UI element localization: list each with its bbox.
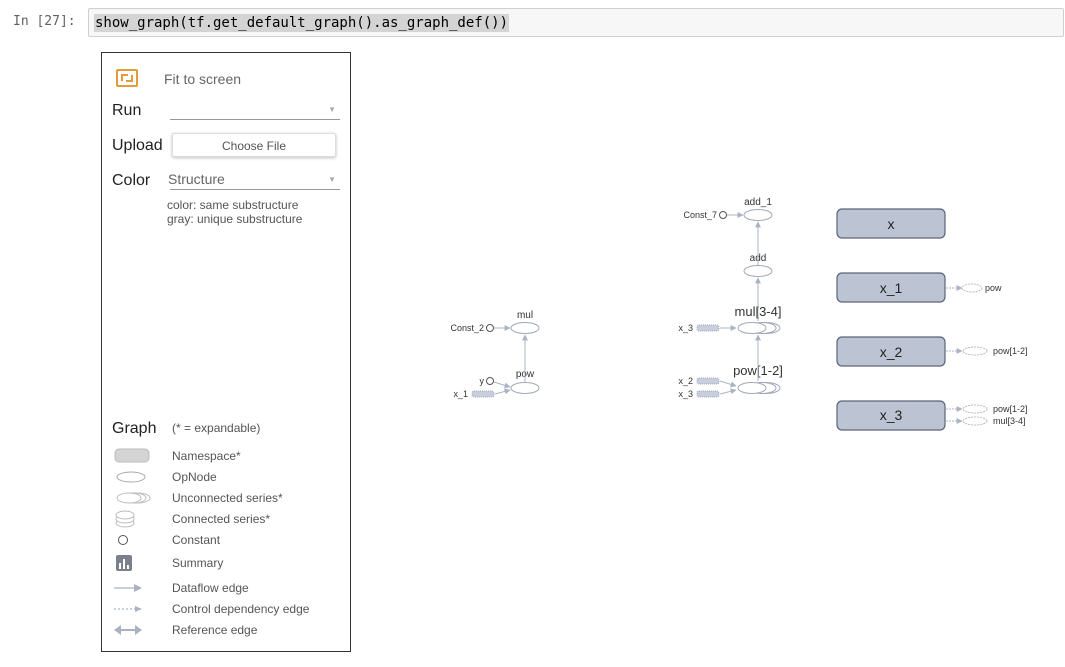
node-x3-input[interactable]: x_3 [678, 323, 720, 333]
legend-item-control-edge: Control dependency edge [112, 599, 342, 619]
fit-to-screen-label[interactable]: Fit to screen [164, 71, 242, 87]
node-add-1[interactable]: add_1 [743, 197, 773, 221]
color-note-same: color: same substructure [167, 198, 299, 212]
output-label: pow[1-2] [993, 346, 1028, 356]
graph-legend-note: (* = expandable) [172, 421, 261, 435]
node-label: y [480, 376, 485, 386]
run-label: Run [112, 102, 142, 119]
constant-icon [118, 535, 128, 545]
node-label: x_3 [678, 389, 693, 399]
legend-item-namespace: Namespace* [112, 446, 342, 466]
upload-label: Upload [112, 137, 163, 154]
legend-label: Unconnected series* [172, 491, 283, 505]
code-input[interactable]: show_graph(tf.get_default_graph().as_gra… [94, 14, 510, 32]
reference-edge-icon [114, 625, 142, 635]
edge [719, 388, 737, 395]
graph-controls-panel: Fit to screen Run ▼ Upload Choose File C… [101, 52, 351, 652]
control-dependency-edge-icon [114, 606, 142, 612]
run-select[interactable]: ▼ [170, 99, 340, 120]
output-label: mul[3-4] [993, 416, 1026, 426]
node-const-2[interactable]: Const_2 [450, 323, 494, 333]
fit-to-screen-icon[interactable] [116, 69, 138, 87]
legend-label: Control dependency edge [172, 602, 310, 616]
node-label: x_2 [678, 376, 693, 386]
node-x2-input[interactable]: x_2 [678, 376, 720, 386]
legend-label: OpNode [172, 470, 217, 484]
color-label: Color [112, 172, 151, 189]
namespace-x-1[interactable]: x_1 pow [836, 272, 1002, 303]
output-label: pow [985, 283, 1002, 293]
node-label: mul [517, 310, 533, 321]
graph-legend-title: Graph [112, 420, 157, 437]
color-select-value: Structure [168, 171, 225, 187]
legend-label: Namespace* [172, 449, 241, 463]
node-label: add_1 [744, 197, 772, 208]
edge [494, 388, 511, 395]
node-x3-input-2[interactable]: x_3 [678, 389, 720, 399]
opnode-icon [116, 471, 146, 483]
code-cell[interactable]: show_graph(tf.get_default_graph().as_gra… [88, 8, 1064, 37]
namespace-x[interactable]: x [836, 208, 946, 239]
edge [493, 381, 511, 389]
node-const-7[interactable]: Const_7 [683, 210, 727, 220]
node-label: x_1 [453, 389, 468, 399]
node-pow-series[interactable]: pow[1-2] [733, 363, 783, 394]
color-note-unique: gray: unique substructure [167, 212, 303, 226]
summary-icon [116, 555, 132, 571]
legend-item-unconnected-series: Unconnected series* [112, 488, 342, 508]
namespace-label: x_2 [880, 344, 903, 360]
namespace-icon [114, 448, 150, 463]
legend-item-opnode: OpNode [112, 467, 342, 487]
namespace-x-2[interactable]: x_2 pow[1-2] [836, 336, 1028, 367]
edge [719, 380, 737, 388]
legend-label: Constant [172, 533, 221, 547]
node-label: Const_7 [683, 210, 717, 220]
node-mul-series[interactable]: mul[3-4] [735, 304, 782, 334]
legend-label: Dataflow edge [172, 581, 249, 595]
chevron-down-icon: ▼ [328, 175, 336, 184]
color-select[interactable]: Structure ▼ [168, 169, 340, 190]
legend-item-connected-series: Connected series* [112, 509, 342, 529]
choose-file-button[interactable]: Choose File [172, 133, 336, 157]
namespace-label: x_1 [880, 280, 903, 296]
connected-series-icon [115, 510, 135, 528]
legend-label: Connected series* [172, 512, 271, 526]
node-label: x_3 [678, 323, 693, 333]
chevron-down-icon: ▼ [328, 105, 336, 114]
namespace-label: x [888, 216, 895, 232]
legend-label: Reference edge [172, 623, 258, 637]
legend-item-reference-edge: Reference edge [112, 620, 342, 640]
namespace-x-3[interactable]: x_3 pow[1-2] mul[3-4] [836, 400, 1028, 431]
cell-prompt: In [27]: [13, 14, 76, 29]
legend-label: Summary [172, 556, 224, 570]
legend-item-constant: Constant [112, 530, 342, 550]
node-y[interactable]: y [480, 376, 494, 386]
legend-item-summary: Summary [112, 553, 342, 573]
dataflow-edge-icon [114, 584, 142, 592]
node-label: Const_2 [450, 323, 484, 333]
namespace-label: x_3 [880, 407, 903, 423]
legend-item-dataflow-edge: Dataflow edge [112, 578, 342, 598]
unconnected-series-icon [116, 492, 151, 504]
node-mul[interactable]: mul [510, 310, 540, 334]
output-label: pow[1-2] [993, 404, 1028, 414]
node-x1-input[interactable]: x_1 [453, 389, 495, 399]
